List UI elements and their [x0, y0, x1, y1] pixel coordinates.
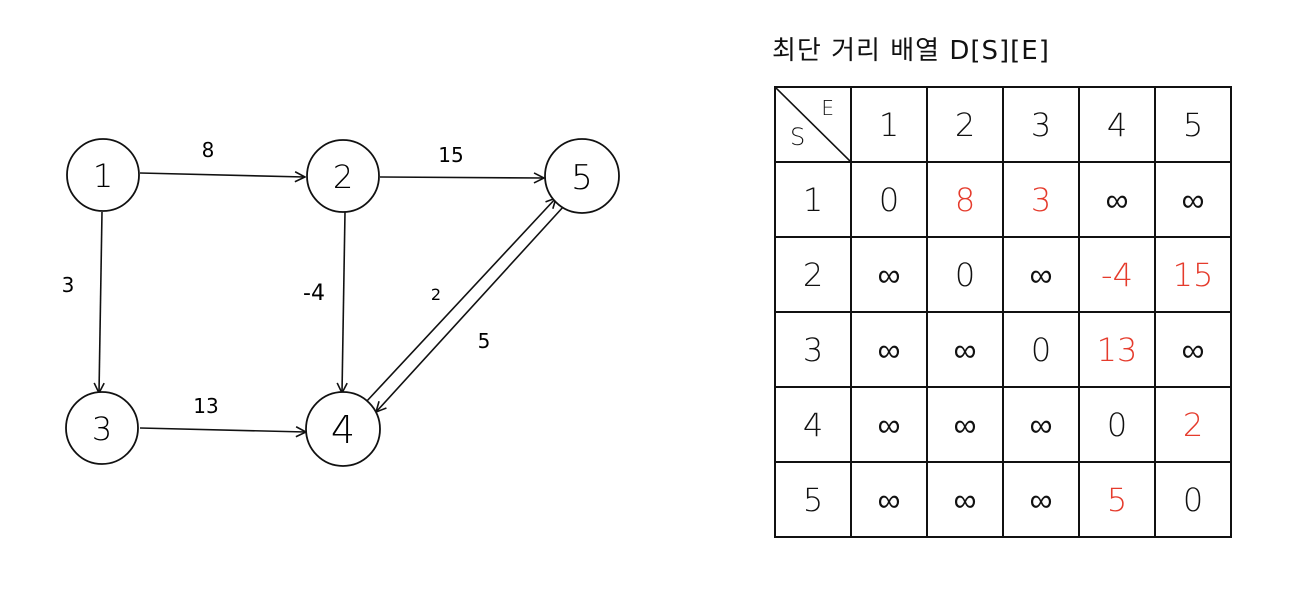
edge-3-4-weight: 13 — [193, 394, 218, 418]
node-5: 5 — [544, 138, 620, 214]
node-2-label: 2 — [333, 158, 353, 196]
edge-4-5 — [365, 198, 556, 403]
corner-diagonal — [776, 88, 852, 163]
col-header: 3 — [1002, 86, 1080, 163]
node-4: 4 — [305, 391, 381, 467]
table-cell: 5 — [1078, 461, 1156, 538]
row-header: 5 — [774, 461, 852, 538]
edge-2-5-weight: 15 — [438, 143, 463, 167]
table-cell: 0 — [1078, 386, 1156, 463]
edge-4-5-weight: 2 — [431, 285, 441, 304]
table-cell: 0 — [850, 161, 928, 238]
table-cell: ∞ — [1002, 461, 1080, 538]
table-cell: ∞ — [1002, 386, 1080, 463]
table-cell: ∞ — [926, 461, 1004, 538]
table-row: 4 ∞ ∞ ∞ 0 2 — [774, 386, 1232, 463]
table-cell: 8 — [926, 161, 1004, 238]
table-cell: ∞ — [1154, 311, 1232, 388]
node-2: 2 — [306, 139, 380, 213]
table-cell: 0 — [1154, 461, 1232, 538]
node-4-label: 4 — [331, 408, 355, 452]
table-row: 1 0 8 3 ∞ ∞ — [774, 161, 1232, 238]
col-header: 5 — [1154, 86, 1232, 163]
node-3: 3 — [65, 391, 139, 465]
edge-1-3-weight: 3 — [62, 273, 75, 297]
row-header: 3 — [774, 311, 852, 388]
table-cell: 13 — [1078, 311, 1156, 388]
table-row: 2 ∞ 0 ∞ -4 15 — [774, 236, 1232, 313]
table-cell: ∞ — [850, 386, 928, 463]
table-cell: ∞ — [1154, 161, 1232, 238]
table-cell: 2 — [1154, 386, 1232, 463]
row-header: 1 — [774, 161, 852, 238]
edge-3-4 — [139, 428, 306, 432]
node-1: 1 — [66, 138, 140, 212]
node-5-label: 5 — [571, 158, 593, 198]
edge-1-3 — [99, 211, 102, 393]
table-row: 5 ∞ ∞ ∞ 5 0 — [774, 461, 1232, 538]
table-cell: 3 — [1002, 161, 1080, 238]
table-corner-cell: S E — [774, 86, 852, 163]
table-title: 최단 거리 배열 D[S][E] — [772, 36, 1050, 66]
table-cell: ∞ — [850, 311, 928, 388]
corner-row-label: S — [790, 123, 806, 151]
table-cell: ∞ — [926, 386, 1004, 463]
table-cell: ∞ — [1002, 236, 1080, 313]
table-cell: 0 — [1002, 311, 1080, 388]
col-header: 2 — [926, 86, 1004, 163]
edge-5-4 — [376, 205, 565, 412]
table-cell: ∞ — [850, 236, 928, 313]
col-header: 4 — [1078, 86, 1156, 163]
edge-5-4-weight: 5 — [478, 329, 491, 353]
edge-2-4 — [342, 211, 345, 393]
edge-1-2 — [139, 173, 305, 177]
node-3-label: 3 — [92, 410, 112, 448]
row-header: 4 — [774, 386, 852, 463]
table-cell: ∞ — [1078, 161, 1156, 238]
table-cell: ∞ — [850, 461, 928, 538]
edge-1-2-weight: 8 — [202, 138, 215, 162]
col-header: 1 — [850, 86, 928, 163]
table-header-row: S E 1 2 3 4 5 — [774, 86, 1232, 163]
table-cell: 0 — [926, 236, 1004, 313]
table-cell: 15 — [1154, 236, 1232, 313]
graph-diagram: 1 2 3 4 5 8 15 3 -4 13 2 5 — [62, 138, 620, 467]
node-1-label: 1 — [93, 157, 113, 195]
table-cell: -4 — [1078, 236, 1156, 313]
corner-col-label: E — [821, 96, 834, 120]
table-row: 3 ∞ ∞ 0 13 ∞ — [774, 311, 1232, 388]
edge-2-4-weight: -4 — [303, 281, 325, 306]
edge-2-5 — [379, 177, 544, 178]
table-cell: ∞ — [926, 311, 1004, 388]
distance-table: S E 1 2 3 4 5 1 0 8 3 ∞ ∞ 2 ∞ 0 ∞ -4 1 5 … — [774, 86, 1232, 538]
row-header: 2 — [774, 236, 852, 313]
